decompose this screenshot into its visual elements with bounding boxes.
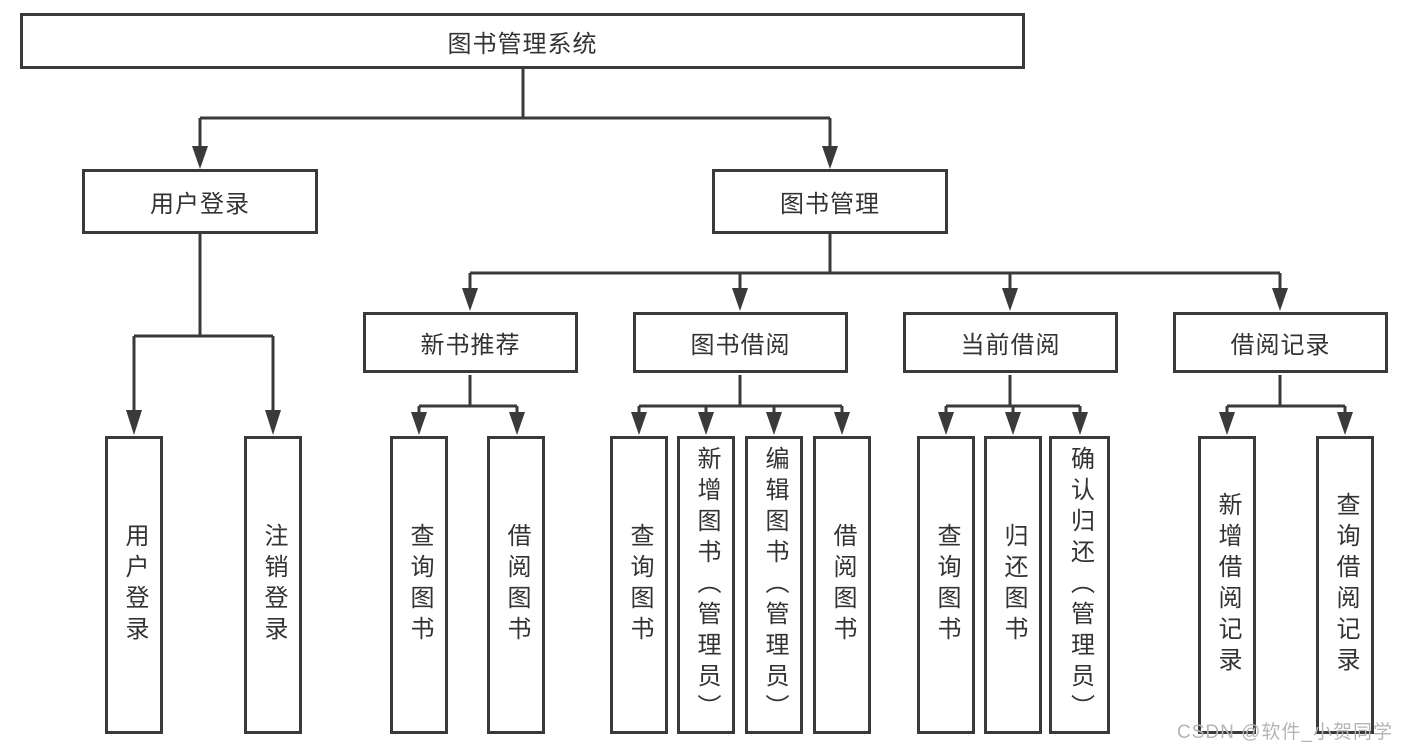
leaf-newbook-borrow-books-label: 借阅图书 — [503, 523, 530, 647]
connector-current-borrow-to-leaves — [938, 375, 1088, 435]
arrowhead-book-borrow — [732, 288, 748, 311]
leaf-records-add-borrow-record-label: 新增借阅记录 — [1214, 492, 1241, 678]
node-book-management: 图书管理 — [712, 169, 948, 234]
node-user-login-label: 用户登录 — [150, 191, 250, 218]
node-new-book-recommend-label: 新书推荐 — [420, 332, 521, 359]
leaf-borrow-add-books-admin: 新增图书（管理员） — [677, 436, 735, 734]
leaf-borrow-borrow-books-label: 借阅图书 — [829, 523, 856, 647]
node-current-borrow: 当前借阅 — [903, 312, 1118, 373]
node-root-library-management-system: 图书管理系统 — [20, 13, 1025, 69]
leaf-current-confirm-return-admin-label: 确认归还（管理员） — [1066, 445, 1094, 725]
csdn-watermark: CSDN @软件_小贺同学 — [1177, 722, 1393, 743]
leaf-logout-login: 注销登录 — [244, 436, 302, 734]
leaf-newbook-borrow-books: 借阅图书 — [487, 436, 545, 734]
arrowhead-current-borrow — [1002, 288, 1018, 311]
node-new-book-recommend: 新书推荐 — [363, 312, 578, 373]
leaf-current-return-books: 归还图书 — [984, 436, 1042, 734]
leaf-newbook-query-books: 查询图书 — [390, 436, 448, 734]
connector-root-to-level2 — [192, 68, 838, 169]
connector-borrow-records-to-leaves — [1219, 375, 1353, 435]
leaf-borrow-edit-books-admin-label: 编辑图书（管理员） — [761, 445, 788, 725]
connector-book-borrow-to-leaves — [631, 375, 850, 435]
leaf-current-query-books-label: 查询图书 — [933, 523, 960, 647]
node-book-management-label: 图书管理 — [780, 191, 880, 218]
leaf-borrow-borrow-books: 借阅图书 — [813, 436, 871, 734]
leaf-user-login: 用户登录 — [105, 436, 163, 734]
node-book-borrow-label: 图书借阅 — [690, 332, 791, 359]
arrowhead-user-login — [192, 146, 208, 169]
node-borrow-records-label: 借阅记录 — [1230, 332, 1331, 359]
node-current-borrow-label: 当前借阅 — [960, 332, 1061, 359]
arrowhead-book-management — [822, 146, 838, 169]
leaf-borrow-query-books: 查询图书 — [610, 436, 668, 734]
leaf-borrow-query-books-label: 查询图书 — [626, 523, 653, 647]
connector-user-login-to-leaves — [126, 234, 281, 435]
node-borrow-records: 借阅记录 — [1173, 312, 1388, 373]
node-book-borrow: 图书借阅 — [633, 312, 848, 373]
connector-book-management-to-level3 — [462, 234, 1288, 311]
leaf-current-return-books-label: 归还图书 — [1000, 523, 1027, 647]
arrowhead-leaf-user-login — [126, 410, 142, 435]
arrowhead-new-book-recommend — [462, 288, 478, 311]
node-root-label: 图书管理系统 — [447, 30, 598, 58]
leaf-current-query-books: 查询图书 — [917, 436, 975, 734]
arrowhead-leaf-logout — [265, 410, 281, 435]
leaf-logout-login-label: 注销登录 — [260, 523, 287, 647]
leaf-records-add-borrow-record: 新增借阅记录 — [1198, 436, 1256, 734]
leaf-newbook-query-books-label: 查询图书 — [406, 523, 433, 647]
connector-new-book-recommend-to-leaves — [411, 375, 525, 435]
leaf-current-confirm-return-admin: 确认归还（管理员） — [1049, 436, 1110, 734]
arrowhead-borrow-records — [1272, 288, 1288, 311]
leaf-records-query-borrow-record-label: 查询借阅记录 — [1332, 492, 1359, 678]
leaf-records-query-borrow-record: 查询借阅记录 — [1316, 436, 1374, 734]
leaf-borrow-edit-books-admin: 编辑图书（管理员） — [745, 436, 803, 734]
node-user-login: 用户登录 — [82, 169, 318, 234]
leaf-borrow-add-books-admin-label: 新增图书（管理员） — [693, 445, 720, 725]
leaf-user-login-label: 用户登录 — [121, 523, 148, 647]
